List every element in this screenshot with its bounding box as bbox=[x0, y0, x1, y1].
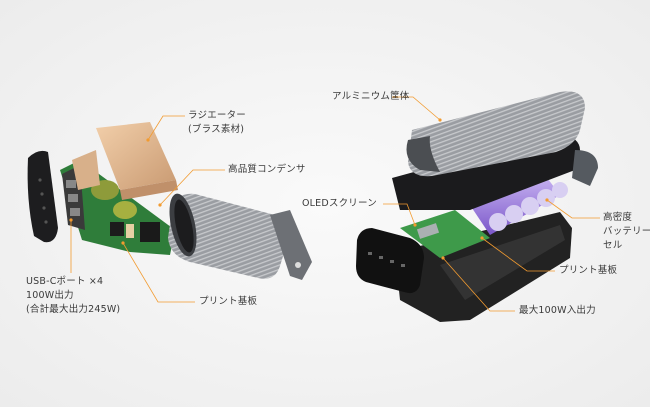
label-battery-line2: バッテリー bbox=[603, 226, 650, 237]
label-battery-line1: 高密度 bbox=[603, 212, 633, 223]
label-radiator-text: ラジエーター bbox=[188, 110, 247, 121]
label-capacitor: 高品質コンデンサ bbox=[228, 164, 306, 175]
label-io: 最大100W入出力 bbox=[519, 305, 596, 316]
label-usb-ports: USB-Cポート ×4 100W出力 (合計最大出力245W) bbox=[26, 275, 120, 317]
leader-lines bbox=[70, 96, 600, 312]
label-total-output: (合計最大出力245W) bbox=[26, 304, 121, 315]
label-radiator: ラジエーター (ブラス素材) bbox=[188, 109, 246, 137]
powerbank-battery-cells bbox=[470, 175, 568, 235]
label-radiator-material: (ブラス素材) bbox=[188, 124, 245, 135]
label-output: 100W出力 bbox=[26, 290, 74, 301]
label-powerbank-pcb: プリント基板 bbox=[559, 265, 618, 276]
label-charger-pcb: プリント基板 bbox=[199, 296, 258, 307]
label-oled: OLEDスクリーン bbox=[302, 198, 377, 209]
powerbank-bottom-tray bbox=[356, 212, 572, 322]
label-usb-ports-text: USB-Cポート ×4 bbox=[26, 276, 104, 287]
powerbank-pcb bbox=[400, 210, 490, 258]
label-battery: 高密度 バッテリー セル bbox=[603, 211, 650, 253]
label-housing: アルミニウム筐体 bbox=[332, 91, 410, 102]
charger-housing bbox=[168, 193, 312, 280]
charger-end-cap bbox=[27, 150, 58, 243]
powerbank-aluminium-housing bbox=[406, 91, 585, 177]
label-battery-line3: セル bbox=[603, 240, 623, 251]
charger-radiator bbox=[72, 122, 178, 200]
